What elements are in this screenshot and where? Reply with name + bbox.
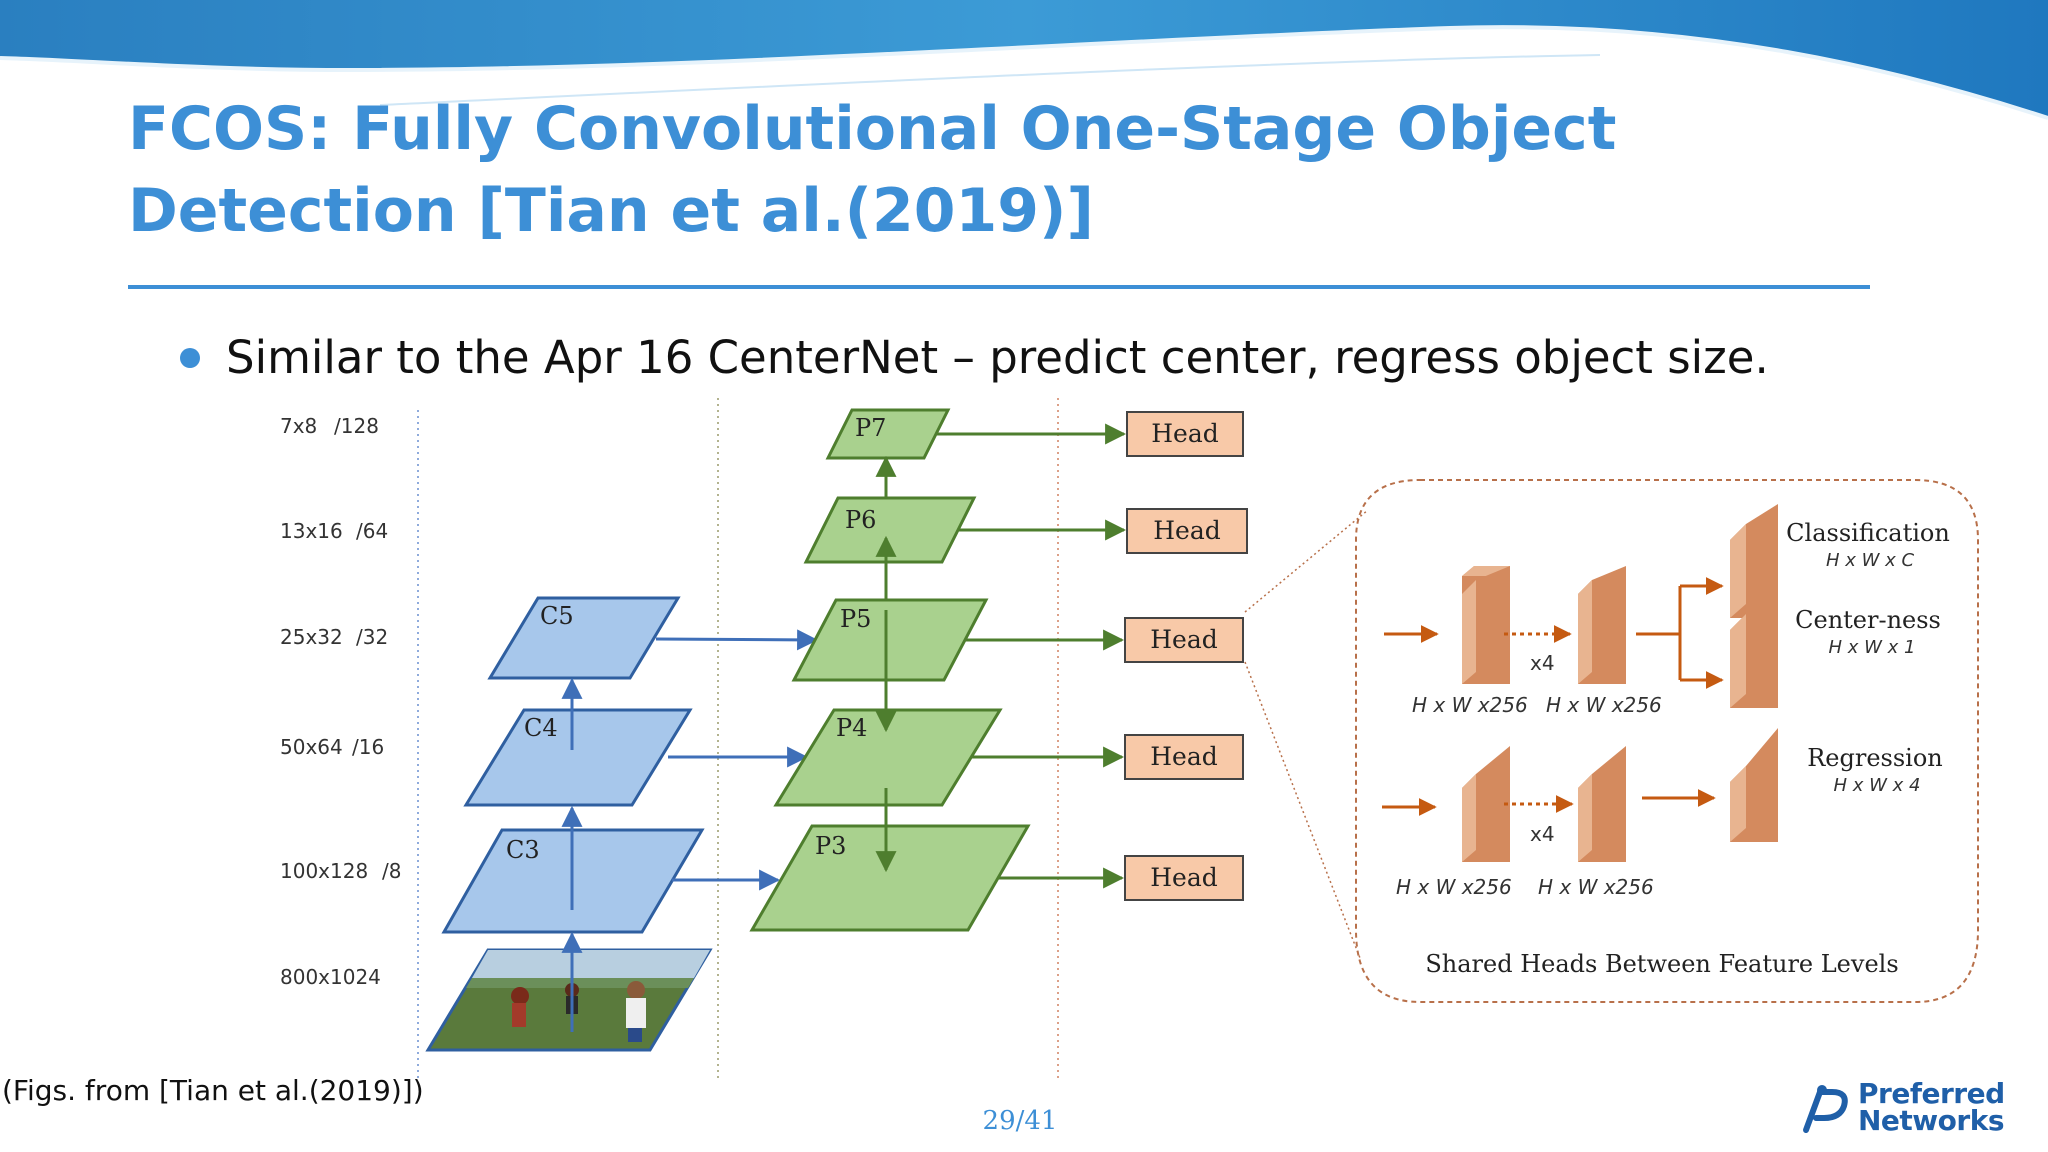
pyramid-p4: P4: [773, 708, 1003, 807]
head-label: Head: [1150, 742, 1218, 771]
head-label: Head: [1150, 863, 1218, 892]
title-line-2: Detection [Tian et al.(2019)]: [128, 176, 1094, 246]
head-label: Head: [1150, 625, 1218, 654]
head-box: Head: [1124, 734, 1244, 780]
scale-size-label: 13x16: [280, 519, 343, 543]
repeat-label: x4: [1530, 822, 1555, 846]
p5-label: P5: [840, 605, 871, 633]
scale-size-label: 800x1024: [280, 965, 381, 989]
feature-shape-label: H x W x256: [1412, 693, 1528, 717]
head-label: Head: [1153, 516, 1221, 545]
scale-size-label: 7x8: [280, 414, 317, 438]
logo-line-1: Preferred: [1858, 1077, 2005, 1110]
regression-shape: H x W x 4: [1834, 775, 1921, 796]
centerness-label: Center-ness: [1795, 606, 1941, 634]
header-wave-decoration: [0, 0, 2048, 120]
scale-stride-label: /128: [334, 414, 379, 438]
pyramid-p3: P3: [749, 824, 1031, 932]
page-number: 29/41: [982, 1106, 1058, 1136]
backbone-c4: C4: [463, 708, 693, 807]
c4-label: C4: [524, 714, 558, 742]
logo-wordmark: Preferred Networks: [1858, 1077, 2005, 1137]
classification-label: Classification: [1786, 519, 1950, 547]
input-image: [425, 948, 713, 1052]
feature-block: [1462, 746, 1510, 862]
shared-heads-caption: Shared Heads Between Feature Levels: [1425, 950, 1898, 978]
classification-block: [1730, 504, 1778, 618]
title-divider: [128, 285, 1870, 289]
slide-title: FCOS: Fully Convolutional One-Stage Obje…: [128, 88, 1616, 252]
feature-block: [1462, 566, 1510, 684]
scale-stride-label: /16: [352, 735, 384, 759]
scale-stride-label: /8: [382, 859, 401, 883]
logo-line-2: Networks: [1858, 1104, 2005, 1137]
scale-size-label: 100x128: [280, 859, 368, 883]
feature-block: [1578, 566, 1626, 684]
pyramid-p5: P5: [791, 598, 989, 682]
shared-heads-panel: x4 H x W x256 H x W x256 Classification …: [1355, 479, 1979, 1003]
p3-label: P3: [815, 832, 846, 860]
classification-shape: H x W x C: [1826, 550, 1915, 571]
c5-label: C5: [540, 602, 574, 630]
scale-stride-label: /64: [356, 519, 388, 543]
repeat-label: x4: [1530, 651, 1555, 675]
pfn-logo-icon: [1803, 1085, 1848, 1133]
regression-label: Regression: [1807, 744, 1943, 772]
head-box: Head: [1124, 855, 1244, 901]
p4-label: P4: [836, 714, 867, 742]
zoom-connector: [1244, 661, 1361, 959]
title-line-1: FCOS: Fully Convolutional One-Stage Obje…: [128, 94, 1617, 164]
fcos-architecture-diagram: 7x8 /128 13x16 /64 25x32 /32 50x64 /16 1…: [280, 398, 1979, 1078]
head-box: Head: [1126, 411, 1244, 457]
lateral-arrow: [655, 629, 819, 651]
feature-shape-label: H x W x256: [1396, 875, 1512, 899]
pyramid-p7: P7: [825, 408, 951, 460]
feature-shape-label: H x W x256: [1546, 693, 1662, 717]
centerness-block: [1730, 596, 1778, 708]
scale-size-label: 50x64: [280, 735, 343, 759]
preferred-networks-logo: Preferred Networks: [1798, 1080, 2028, 1136]
bullet-text: Similar to the Apr 16 CenterNet – predic…: [226, 331, 1769, 384]
regression-block: [1730, 728, 1778, 842]
scale-stride-label: /32: [356, 625, 388, 649]
bullet-point-icon: [180, 348, 200, 368]
centerness-shape: H x W x 1: [1829, 637, 1916, 658]
zoom-connector: [1244, 509, 1369, 613]
feature-block: [1578, 746, 1626, 862]
p7-label: P7: [855, 414, 886, 442]
figure-source-note: (Figs. from [Tian et al.(2019)]): [2, 1074, 424, 1107]
pyramid-p6: P6: [803, 496, 977, 564]
p6-label: P6: [845, 506, 876, 534]
head-box: Head: [1124, 617, 1244, 663]
backbone-c5: C5: [487, 596, 681, 680]
feature-shape-label: H x W x256: [1538, 875, 1654, 899]
scale-size-label: 25x32: [280, 625, 343, 649]
c3-label: C3: [506, 836, 540, 864]
head-label: Head: [1151, 419, 1219, 448]
head-box: Head: [1126, 508, 1248, 554]
